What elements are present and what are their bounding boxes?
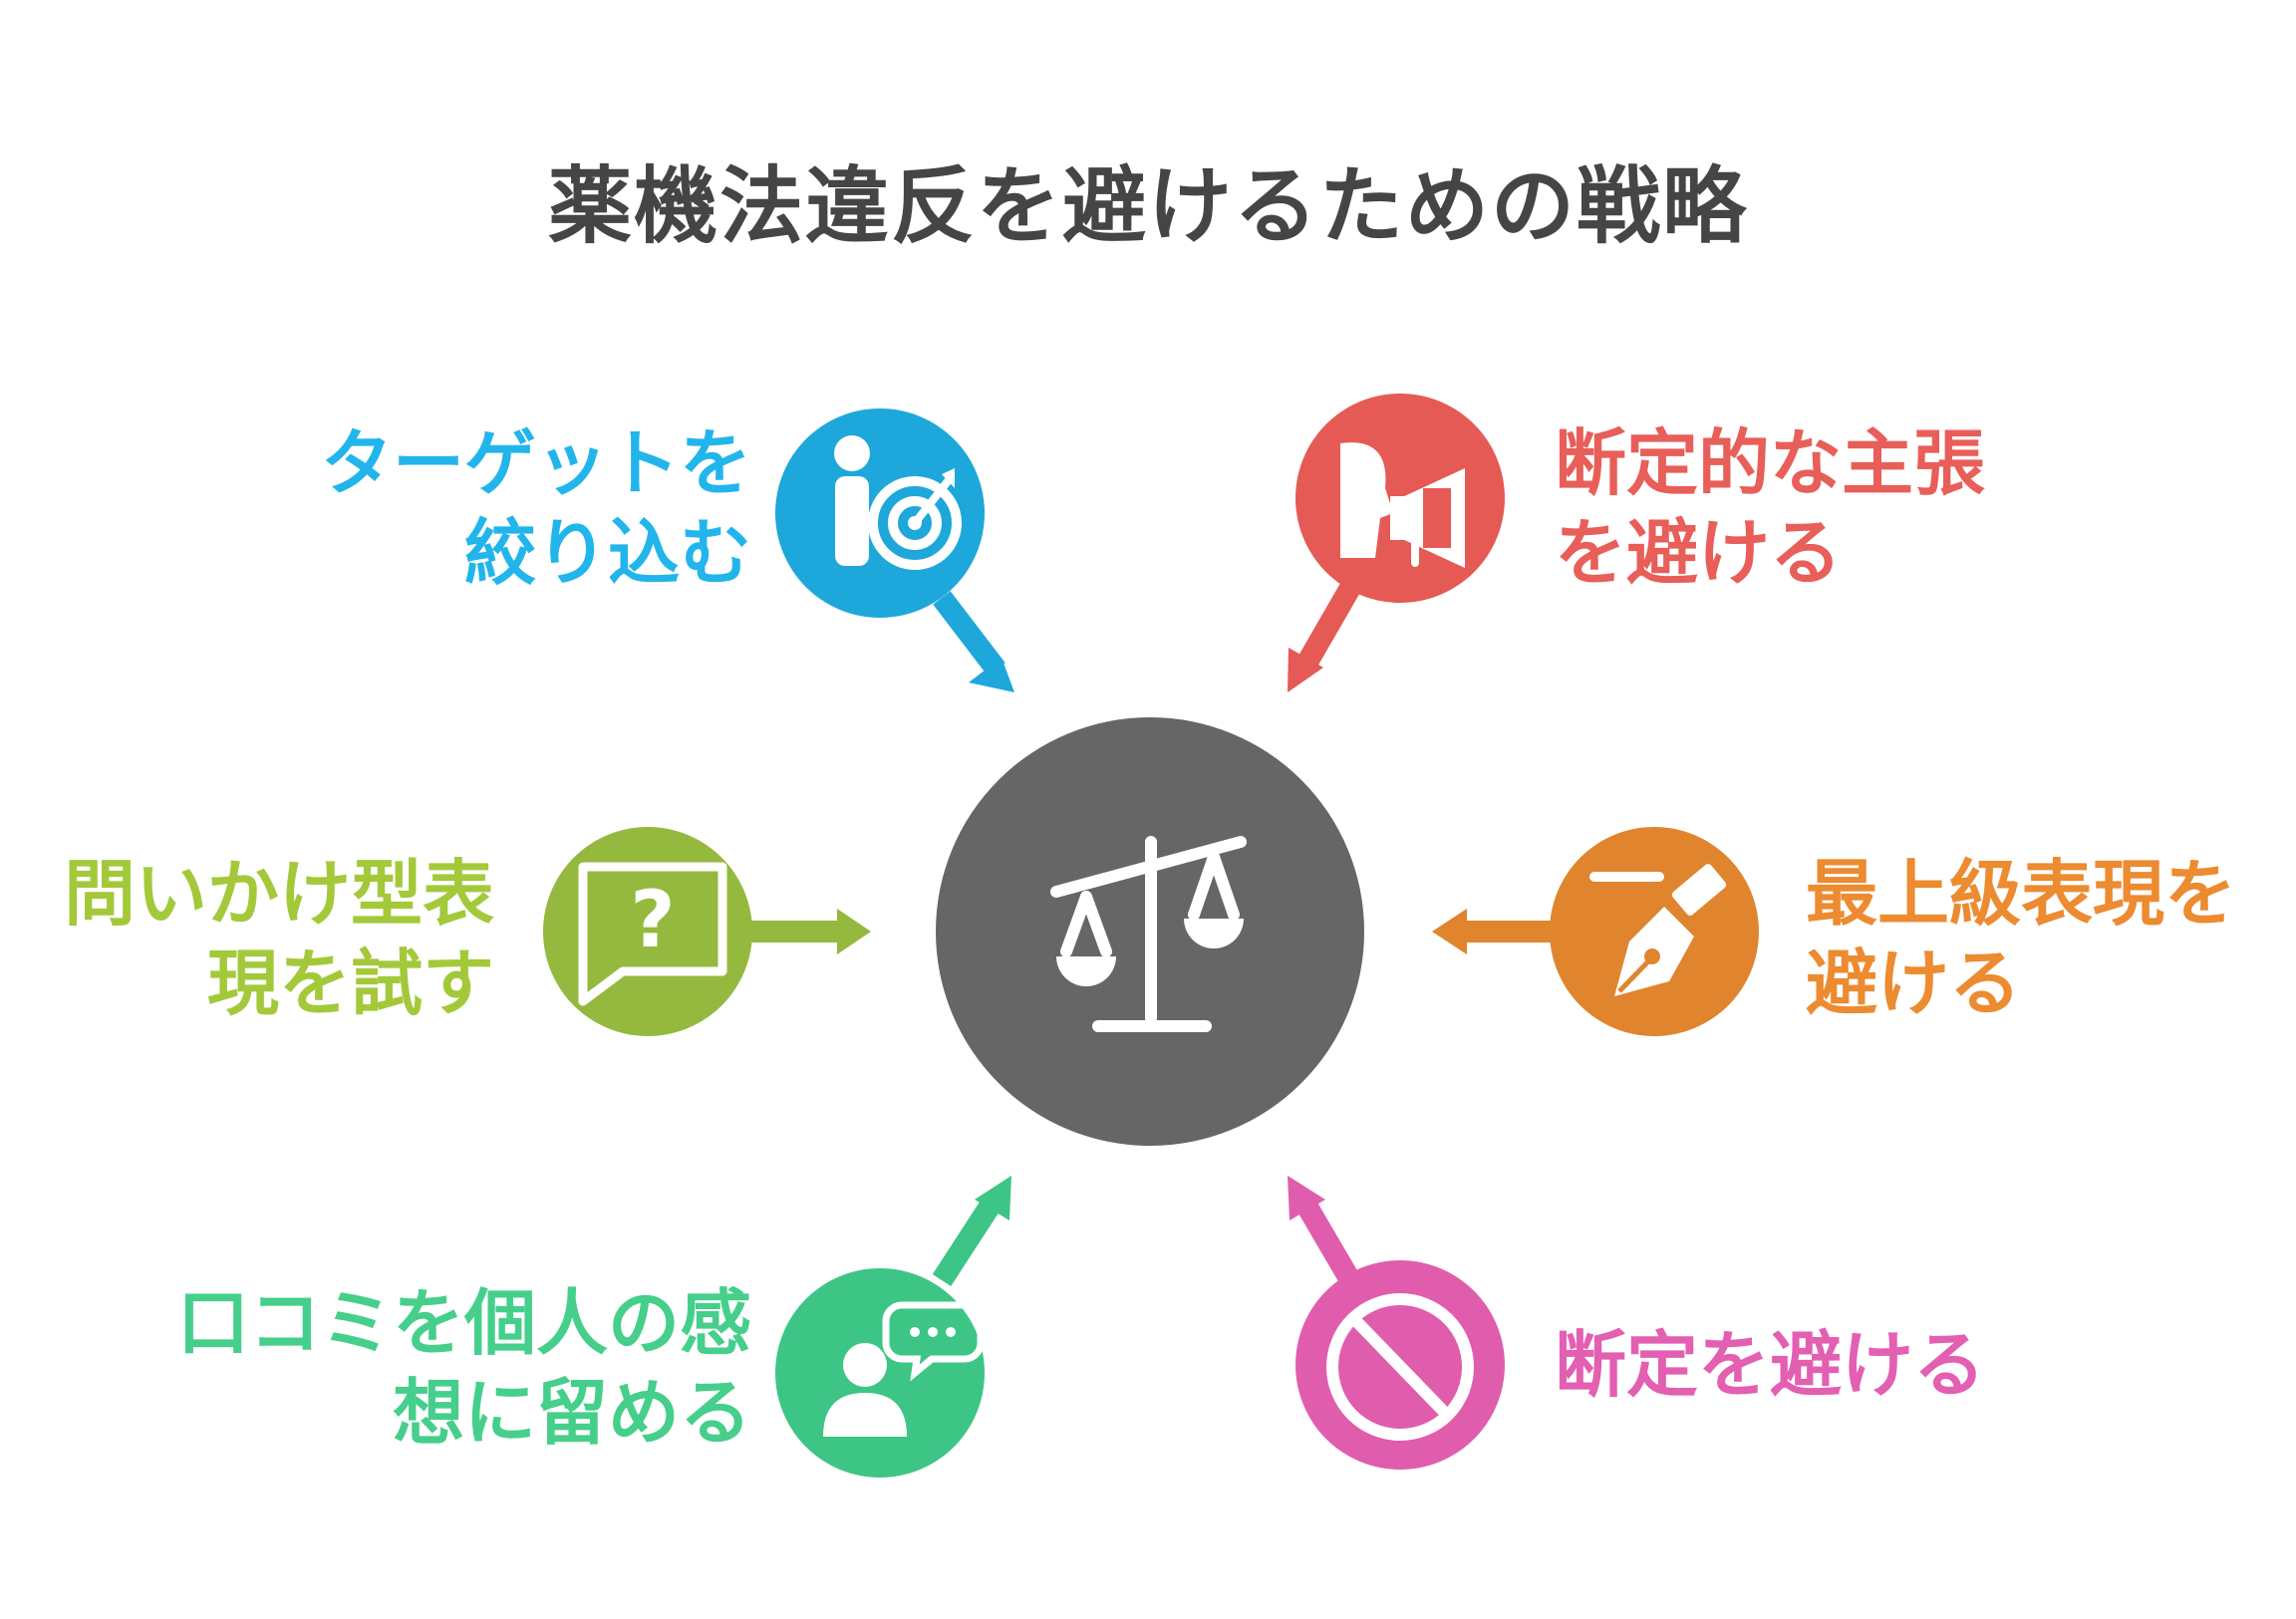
label-question-line2: 現を試す (206, 942, 494, 1025)
label-question: 問いかけ型表 現を試す (64, 849, 494, 1028)
label-claims-line2: を避ける (1555, 511, 1843, 595)
connector-superlative (1432, 909, 1555, 954)
label-target-line1: ターゲットを (320, 421, 751, 505)
target-person-icon (834, 435, 962, 570)
label-target-line2: 絞り込む (463, 511, 751, 595)
node-question: ? (543, 827, 752, 1036)
label-superlative-line2: 避ける (1806, 942, 2022, 1025)
connector-reviews (932, 1176, 1011, 1286)
label-reviews-line1: 口コミを個人の感 (176, 1281, 751, 1365)
node-superlative (1550, 827, 1759, 1036)
megaphone-icon (1340, 442, 1465, 568)
label-question-line1: 問いかけ型表 (63, 852, 494, 936)
prohibited-icon (1326, 1293, 1474, 1441)
label-assertion-line1: 断定を避ける (1555, 1323, 1986, 1407)
connector-claims (1288, 582, 1360, 692)
connector-assertion (1288, 1176, 1360, 1286)
label-superlative-line1: 最上級表現を (1806, 852, 2237, 936)
label-reviews: 口コミを個人の感 想に留める (177, 1278, 751, 1458)
right-pan (1184, 919, 1244, 948)
label-claims: 断定的な主張 を避ける (1555, 418, 1985, 598)
label-reviews-line2: 想に留める (392, 1371, 751, 1455)
diagram-title: 薬機法違反を避けるための戦略 (547, 157, 1748, 255)
center-node (936, 717, 1364, 1146)
node-assertion (1295, 1260, 1505, 1470)
connector-target (933, 591, 1014, 692)
label-target: ターゲットを 絞り込む (321, 418, 751, 598)
chat-person-icon (823, 1301, 985, 1437)
svg-text:?: ? (630, 876, 675, 965)
label-superlative: 最上級表現を 避ける (1806, 849, 2236, 1028)
node-target (775, 408, 985, 618)
balance-scale-icon (1050, 836, 1247, 1032)
label-assertion: 断定を避ける (1555, 1320, 1985, 1410)
question-bubble-icon: ? (578, 862, 727, 1006)
connector-question (742, 909, 871, 954)
pen-nib-icon (1589, 864, 1727, 996)
node-claims (1295, 394, 1505, 603)
label-claims-line1: 断定的な主張 (1555, 421, 1986, 505)
node-reviews (775, 1268, 985, 1478)
left-pan (1056, 956, 1116, 986)
